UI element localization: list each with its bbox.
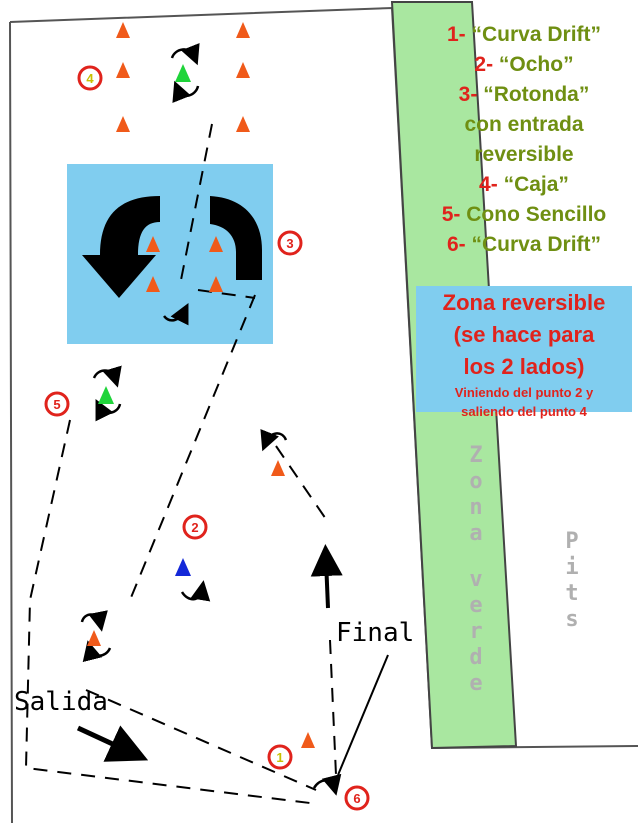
svg-text:4: 4	[86, 71, 94, 86]
svg-text:r: r	[469, 619, 482, 644]
route-dashes	[24, 123, 337, 805]
green-cone	[98, 386, 114, 404]
blue-cone	[175, 558, 191, 576]
cone	[116, 116, 130, 132]
uturn-arrow-right	[210, 196, 262, 280]
reversible-zone-note: Zona reversible (se hace para los 2 lado…	[416, 286, 632, 419]
marker-4: 4	[77, 65, 103, 91]
pits-label: P i t s	[565, 529, 578, 632]
svg-text:1: 1	[276, 750, 283, 765]
start-label: Salida	[14, 687, 108, 717]
green-cone	[175, 64, 191, 82]
legend: 1- “Curva Drift” 2- “Ocho” 3- “Rotonda” …	[410, 20, 638, 260]
zone-title-line: Zona reversible	[442, 290, 606, 315]
finish-direction-arrow	[310, 544, 343, 609]
marker-3: 3	[277, 230, 303, 256]
zone-sub-line: saliendo del punto 4	[461, 404, 587, 419]
svg-text:Z: Z	[469, 443, 482, 468]
zone-title-line: (se hace para	[453, 322, 595, 347]
cone	[236, 116, 250, 132]
cone	[236, 22, 250, 38]
svg-text:e: e	[469, 671, 482, 696]
svg-text:i: i	[565, 555, 578, 580]
cone	[236, 62, 250, 78]
cone	[146, 276, 160, 292]
cone	[271, 460, 285, 476]
legend-item: 6- “Curva Drift”	[446, 233, 602, 256]
legend-item: 2- “Ocho”	[474, 53, 574, 76]
svg-text:5: 5	[53, 397, 60, 412]
svg-text:2: 2	[191, 520, 198, 535]
cone	[146, 236, 160, 252]
svg-text:s: s	[565, 607, 578, 632]
legend-item: 4- “Caja”	[479, 173, 569, 196]
marker-6: 6	[344, 785, 370, 811]
start-direction-arrow	[76, 725, 149, 762]
cone	[87, 630, 101, 646]
cone	[209, 236, 223, 252]
svg-text:d: d	[469, 645, 482, 670]
marker-5: 5	[44, 391, 70, 417]
svg-text:a: a	[469, 521, 482, 546]
zone-sub-line: Viniendo del punto 2 y	[454, 385, 594, 400]
svg-text:o: o	[469, 469, 482, 494]
svg-text:e: e	[469, 593, 482, 618]
legend-item: 3- “Rotonda”	[458, 83, 590, 106]
orange-cones	[87, 22, 315, 748]
legend-item: 1- “Curva Drift”	[446, 23, 602, 46]
svg-text:n: n	[469, 495, 482, 520]
svg-text:6: 6	[353, 791, 360, 806]
cone	[209, 276, 223, 292]
cone	[301, 732, 315, 748]
final-pointer-line	[337, 654, 389, 776]
cone	[116, 62, 130, 78]
zone-title-line: los 2 lados)	[463, 354, 585, 379]
uturn-arrow-left	[82, 196, 160, 298]
svg-text:3: 3	[286, 236, 293, 251]
legend-item: con entrada	[464, 113, 584, 136]
marker-1: 1	[267, 744, 293, 770]
curl-arrows	[80, 42, 342, 796]
green-zone-label: Z o n a v e r d e	[469, 443, 482, 696]
svg-text:v: v	[469, 567, 482, 592]
legend-item: reversible	[474, 143, 574, 166]
finish-label: Final	[336, 618, 414, 648]
legend-item: 5- Cono Sencillo	[441, 203, 607, 226]
svg-text:t: t	[565, 581, 578, 606]
marker-2: 2	[182, 514, 208, 540]
cone	[116, 22, 130, 38]
svg-text:P: P	[565, 529, 578, 554]
